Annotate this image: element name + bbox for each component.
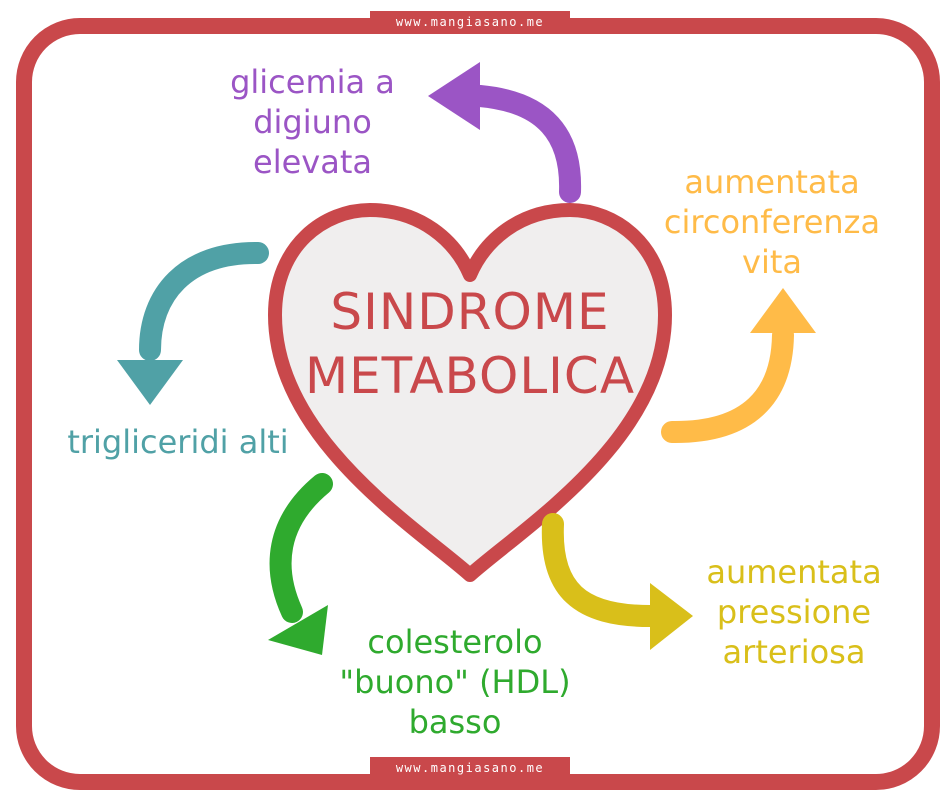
- heart-shape: [268, 203, 672, 582]
- label-pressione-line-1: aumentata: [706, 553, 882, 591]
- label-pressione-line-3: arteriosa: [722, 633, 866, 671]
- center-title-line-1: SINDROME: [330, 283, 610, 341]
- arrow-colesterolo: [268, 473, 333, 655]
- label-glicemia-line-3: elevata: [253, 143, 372, 181]
- label-colesterolo-line-2: "buono" (HDL): [339, 663, 571, 701]
- arrow-trigliceridi: [117, 241, 269, 405]
- label-glicemia-line-2: digiuno: [253, 103, 372, 141]
- label-vita-line-2: circonferenza: [663, 203, 881, 241]
- arrow-pressione: [541, 513, 693, 650]
- label-pressione: aumentata pressione arteriosa: [680, 552, 908, 672]
- arrow-glicemia: [428, 62, 582, 203]
- watermark-bottom: www.mangiasano.me: [370, 757, 570, 779]
- label-vita: aumentata circonferenza vita: [632, 162, 912, 282]
- label-pressione-line-2: pressione: [716, 593, 872, 631]
- label-glicemia: glicemia a digiuno elevata: [205, 62, 420, 182]
- label-colesterolo-line-1: colesterolo: [367, 623, 543, 661]
- label-glicemia-line-1: glicemia a: [230, 63, 395, 101]
- label-colesterolo: colesterolo "buono" (HDL) basso: [305, 622, 605, 742]
- label-vita-line-1: aumentata: [684, 163, 860, 201]
- label-trigliceridi: trigliceridi alti: [38, 422, 318, 462]
- label-vita-line-3: vita: [742, 243, 802, 281]
- center-title-line-2: METABOLICA: [304, 347, 636, 405]
- label-trigliceridi-line-1: trigliceridi alti: [67, 423, 289, 461]
- arrow-vita: [661, 288, 816, 444]
- watermark-top: www.mangiasano.me: [370, 11, 570, 33]
- label-colesterolo-line-3: basso: [408, 703, 502, 741]
